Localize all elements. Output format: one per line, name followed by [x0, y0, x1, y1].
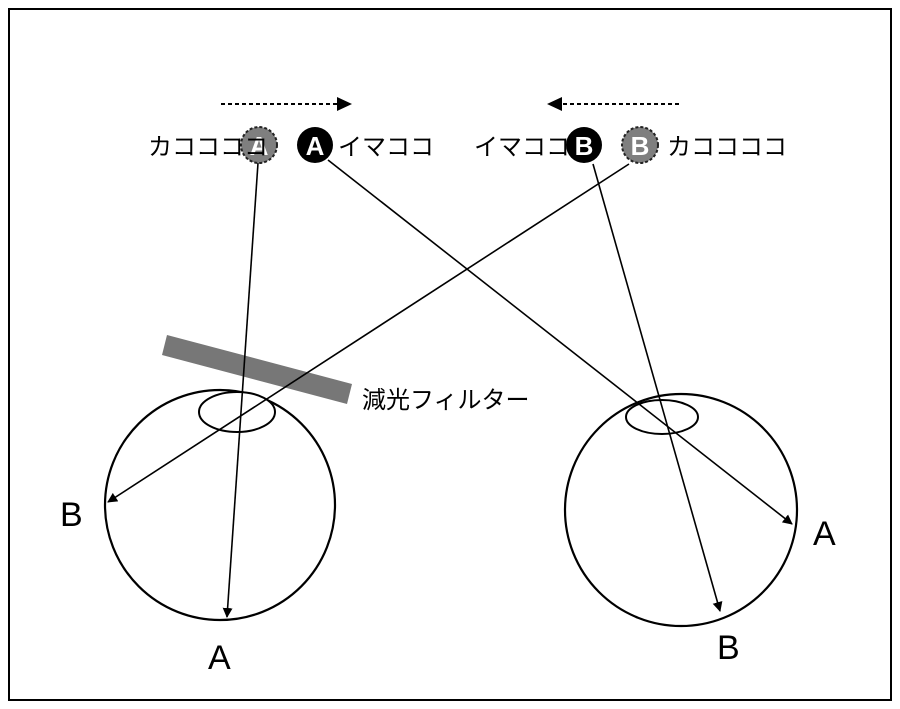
marker-b-now: B: [566, 127, 602, 163]
left-retina-label-b: B: [60, 496, 83, 534]
ray-a-now-to-right-retina: [327, 159, 793, 525]
right-retina-label-a: A: [813, 515, 836, 553]
label-a-now: イマココ: [338, 133, 434, 161]
filter-label: 減光フィルター: [362, 386, 530, 414]
right-retina-label-b: B: [717, 629, 740, 667]
label-b-past: カココココ: [667, 133, 787, 161]
marker-b-past-circle: [621, 126, 659, 164]
marker-b-past: B: [621, 126, 659, 164]
ray-b-past-to-left-retina: [107, 163, 630, 503]
marker-a-now: A: [297, 127, 333, 163]
motion-arrowhead-right: [337, 97, 352, 111]
marker-b-now-circle: [566, 127, 602, 163]
motion-arrowhead-left: [547, 97, 562, 111]
ray-b-now-to-right-retina: [592, 163, 723, 612]
marker-a-past-letter: A: [250, 131, 269, 161]
marker-b-now-letter: B: [575, 131, 594, 161]
marker-a-now-circle: [297, 127, 333, 163]
left-eye-lens: [198, 391, 276, 433]
marker-a-past-circle: [240, 126, 278, 164]
diagram-frame: [8, 8, 892, 701]
right-eyeball: [563, 392, 799, 628]
label-a-past: カココココ: [148, 133, 268, 161]
ray-a-past-to-left-retina: [222, 162, 259, 618]
marker-b-past-letter: B: [631, 131, 650, 161]
label-b-now: イマココ: [474, 133, 570, 161]
left-retina-label-a: A: [208, 639, 231, 677]
neutral-density-filter: [162, 335, 352, 404]
marker-a-past: A: [240, 126, 278, 164]
marker-a-now-letter: A: [306, 131, 325, 161]
left-eyeball: [103, 388, 337, 622]
